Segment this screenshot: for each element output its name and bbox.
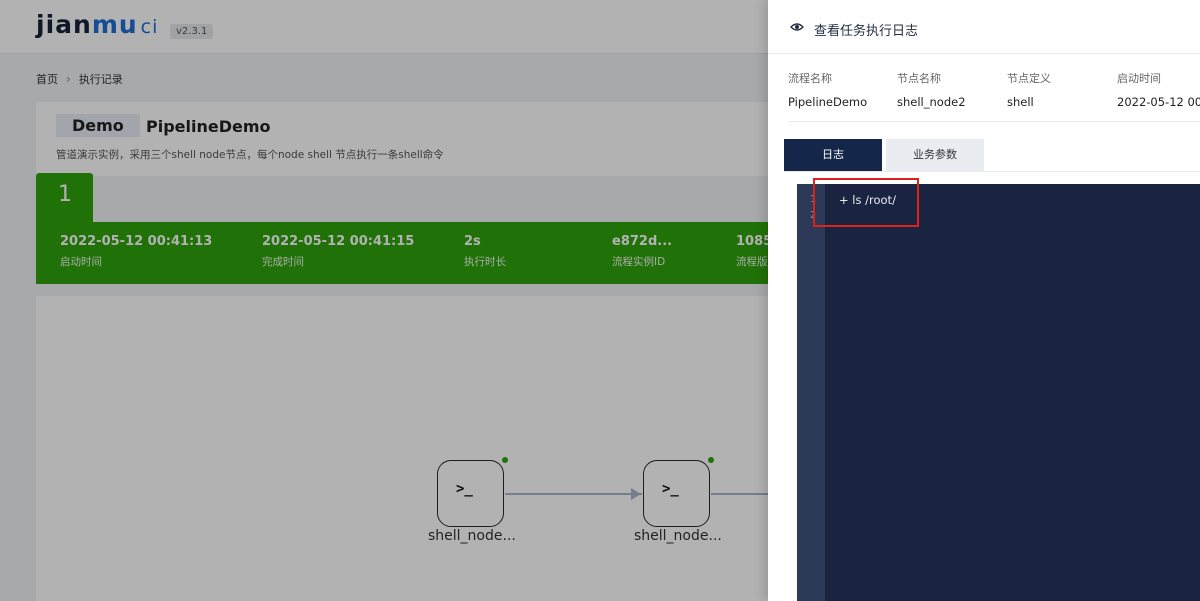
run-field-label: 流程版 xyxy=(736,256,768,268)
drawer-title: 查看任务执行日志 xyxy=(814,24,919,39)
run-tab[interactable]: 1 xyxy=(36,173,93,225)
info-value: PipelineDemo xyxy=(788,95,868,109)
task-log-drawer: 查看任务执行日志 流程名称 PipelineDemo 节点名称 shell_no… xyxy=(768,0,1200,601)
info-node-definition: 节点定义 shell xyxy=(1007,70,1051,109)
breadcrumb: 首页 › 执行记录 xyxy=(36,71,123,87)
node-label: shell_node... xyxy=(428,528,516,544)
logo-accent: mu xyxy=(91,10,138,39)
run-end-time: 2022-05-12 00:41:15 完成时间 xyxy=(262,234,414,269)
info-pipeline-name: 流程名称 PipelineDemo xyxy=(788,70,867,109)
line-number-gutter: 1 2 xyxy=(797,184,825,601)
log-line: + ls /root/ xyxy=(839,193,896,207)
breadcrumb-current: 执行记录 xyxy=(78,73,123,86)
project-tag: Demo xyxy=(56,114,140,137)
run-field-label: 完成时间 xyxy=(262,256,304,268)
info-header: 节点名称 xyxy=(897,72,941,85)
terminal-icon: >_ xyxy=(662,481,679,497)
logo-suffix: ci xyxy=(140,16,159,38)
chevron-right-icon: › xyxy=(66,72,71,86)
run-field-value: 2022-05-12 00:41:13 xyxy=(60,234,213,249)
workflow-node[interactable]: >_ xyxy=(643,457,714,527)
run-instance-id: e872d... 流程实例ID xyxy=(612,234,672,269)
log-viewer[interactable]: 1 2 + ls /root/ xyxy=(797,184,1200,601)
run-start-time: 2022-05-12 00:41:13 启动时间 xyxy=(60,234,212,269)
info-header: 节点定义 xyxy=(1007,72,1051,85)
project-description: 管道演示实例，采用三个shell node节点，每个node shell 节点执… xyxy=(56,149,444,161)
run-field-value: e872d... xyxy=(612,234,673,249)
run-field-value: 1085 xyxy=(736,234,773,249)
tab-business-params[interactable]: 业务参数 xyxy=(886,139,984,171)
drawer-tabs: 日志 业务参数 xyxy=(784,139,1200,172)
logo-text: jian xyxy=(36,10,92,39)
run-field-value: 2022-05-12 00:41:15 xyxy=(262,234,415,249)
info-value: 2022-05-12 00: xyxy=(1117,95,1200,109)
run-version: 1085 流程版 xyxy=(736,234,772,269)
status-dot xyxy=(708,457,714,463)
highlight-box xyxy=(813,178,919,227)
project-name: PipelineDemo xyxy=(146,117,271,136)
task-info: 流程名称 PipelineDemo 节点名称 shell_node2 节点定义 … xyxy=(788,70,1200,122)
run-summary-bar: 2022-05-12 00:41:13 启动时间 2022-05-12 00:4… xyxy=(36,222,796,284)
drawer-header: 查看任务执行日志 xyxy=(768,0,1200,54)
workflow-node[interactable]: >_ xyxy=(437,457,508,527)
run-field-label: 流程实例ID xyxy=(612,256,666,268)
tab-log[interactable]: 日志 xyxy=(784,139,882,171)
info-start-time: 启动时间 2022-05-12 00: xyxy=(1117,70,1200,109)
eye-icon xyxy=(790,23,804,31)
status-dot xyxy=(502,457,508,463)
info-header: 流程名称 xyxy=(788,72,832,85)
edge-line xyxy=(711,493,796,495)
info-value: shell xyxy=(1007,95,1034,109)
run-field-label: 执行时长 xyxy=(464,256,506,268)
breadcrumb-home[interactable]: 首页 xyxy=(36,73,58,86)
run-duration: 2s 执行时长 xyxy=(464,234,506,269)
terminal-icon: >_ xyxy=(456,481,473,497)
version-badge: v2.3.1 xyxy=(170,24,214,39)
info-value: shell_node2 xyxy=(897,95,966,109)
workflow-canvas[interactable]: >_ shell_node... >_ shell_node... xyxy=(36,296,796,601)
edge-line xyxy=(505,493,642,495)
project-card: Demo PipelineDemo 管道演示实例，采用三个shell node节… xyxy=(36,102,796,176)
node-label: shell_node... xyxy=(634,528,722,544)
run-field-value: 2s xyxy=(464,234,481,249)
arrow-icon xyxy=(631,488,641,500)
run-field-label: 启动时间 xyxy=(60,256,102,268)
info-header: 启动时间 xyxy=(1117,72,1161,85)
info-node-name: 节点名称 shell_node2 xyxy=(897,70,966,109)
